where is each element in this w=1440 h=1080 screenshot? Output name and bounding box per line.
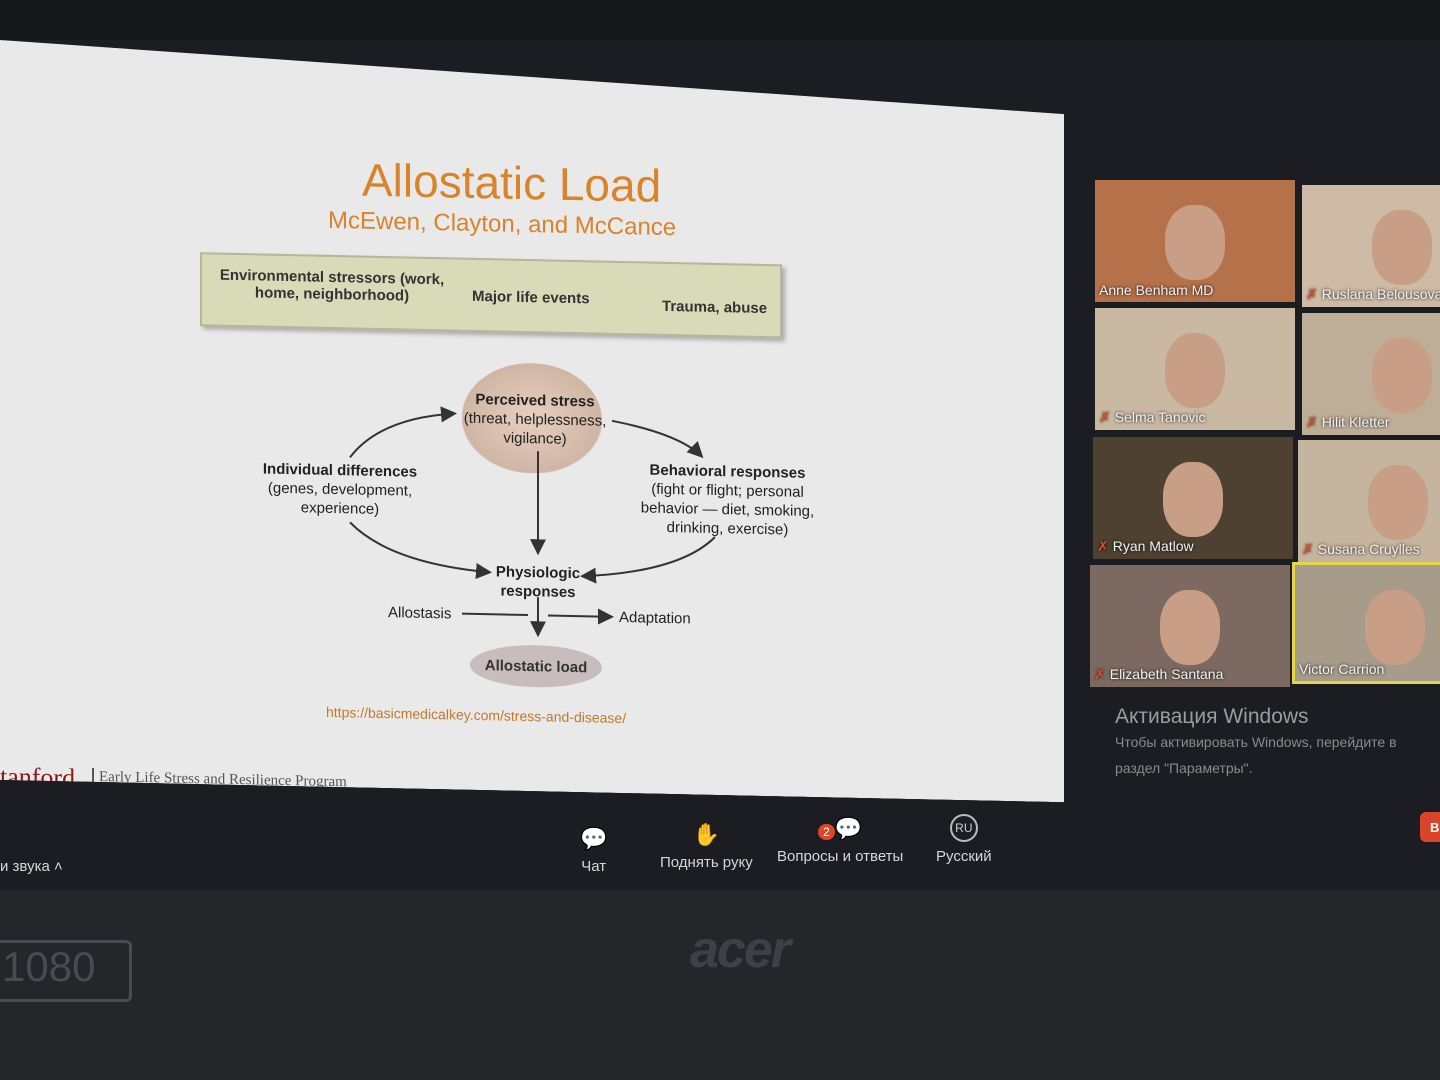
perceived-stress: Perceived stress(threat, helplessness, v… xyxy=(463,390,607,448)
windows-activation-watermark: Активация Windows Чтобы активировать Win… xyxy=(1115,705,1397,776)
participant-tile[interactable]: ✗Susana Cruylles xyxy=(1298,440,1440,562)
physiologic-responses: Physiologic responses xyxy=(495,563,581,602)
behavioral-responses: Behavioral responses(fight or flight; pe… xyxy=(640,461,815,539)
muted-mic-icon: ✗ xyxy=(1094,666,1106,682)
hand-icon: ✋ xyxy=(692,822,721,847)
muted-mic-icon: ✗ xyxy=(1306,286,1318,302)
muted-mic-icon: ✗ xyxy=(1097,538,1109,554)
participant-tile[interactable]: ✗Selma Tanovic xyxy=(1095,308,1295,430)
end-button[interactable]: В xyxy=(1420,812,1440,842)
chevron-up-icon: ˄ xyxy=(53,858,63,875)
audio-settings-button[interactable]: и звука ˄ xyxy=(0,858,63,875)
stanford-logo: tanford EDICINE xyxy=(0,762,81,809)
shared-slide: Allostatic Load McEwen, Clayton, and McC… xyxy=(0,40,1064,802)
adaptation-label: Adaptation xyxy=(619,608,691,628)
participant-tile[interactable]: ✗Ruslana Belousova xyxy=(1302,185,1440,307)
hd-badge: 1080 xyxy=(0,940,132,1002)
muted-mic-icon: ✗ xyxy=(1099,409,1111,425)
participant-tile[interactable]: Anne Benham MD xyxy=(1095,180,1295,302)
chat-button[interactable]: 💬Чат xyxy=(580,826,608,875)
muted-mic-icon: ✗ xyxy=(1306,414,1318,430)
participant-tile[interactable]: ✗Ryan Matlow xyxy=(1093,437,1293,559)
participant-tile[interactable]: ✗Hilit Kletter xyxy=(1302,313,1440,435)
allostasis-label: Allostasis xyxy=(388,604,452,623)
participant-tile-active-speaker[interactable]: Victor Carrion xyxy=(1292,562,1440,684)
qa-button[interactable]: 2💬Вопросы и ответы xyxy=(777,816,904,865)
participant-tile[interactable]: ✗Elizabeth Santana xyxy=(1090,565,1290,687)
qa-badge: 2 xyxy=(818,824,835,840)
chat-icon: 💬 xyxy=(580,826,608,851)
diagram-arrows xyxy=(0,40,1064,802)
muted-mic-icon: ✗ xyxy=(1302,541,1314,557)
screen-top xyxy=(0,0,1440,40)
language-icon: RU xyxy=(949,814,978,842)
qa-icon: 2💬 xyxy=(777,816,903,842)
acer-logo: acer xyxy=(690,921,791,979)
laptop-bezel xyxy=(0,890,1440,1080)
individual-differences: Individual differences(genes, developmen… xyxy=(262,460,418,518)
raise-hand-button[interactable]: ✋Поднять руку xyxy=(660,822,753,871)
